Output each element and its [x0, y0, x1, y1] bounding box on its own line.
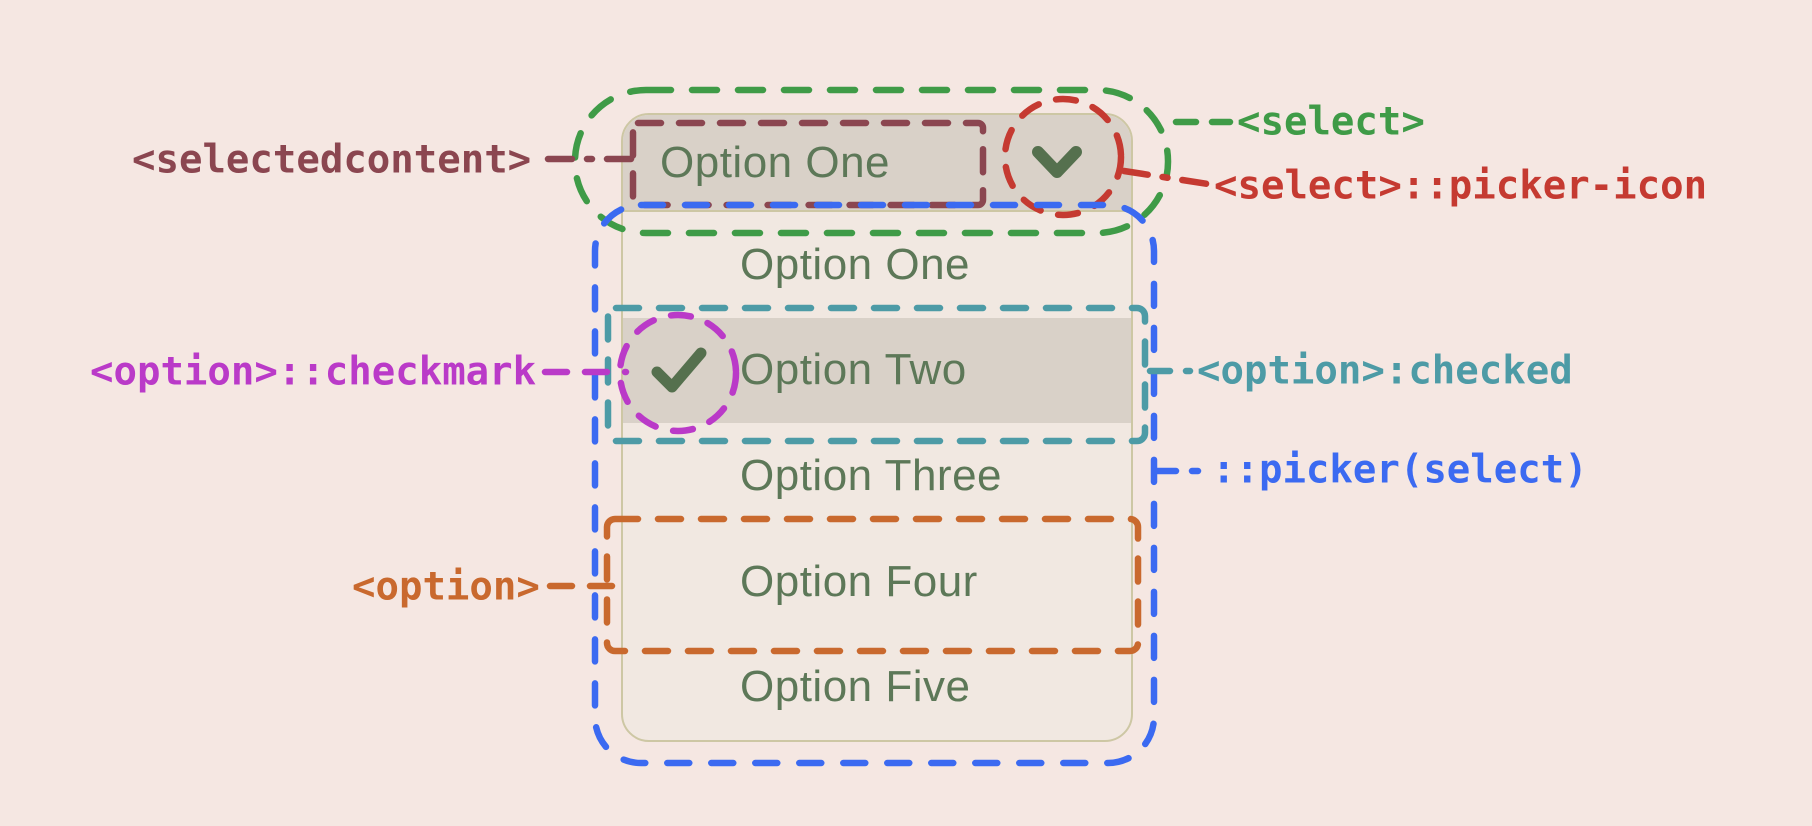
select-button[interactable]: Option One: [623, 115, 1131, 212]
option-row[interactable]: Option One: [623, 212, 1131, 318]
option-row-checked[interactable]: Option Two: [623, 317, 1131, 424]
checkmark-label: <option>::checkmark: [90, 349, 537, 395]
selected-content-value: Option One: [660, 137, 891, 187]
option-label: Option Two: [740, 345, 967, 395]
option-row[interactable]: Option Four: [623, 529, 1131, 635]
selectedcontent-label: <selectedcontent>: [132, 137, 532, 183]
chevron-down-icon: [1032, 145, 1082, 178]
select-control: Option One Option One Option Two Option …: [621, 113, 1133, 742]
check-icon: [651, 347, 707, 393]
option-label: Option Four: [740, 556, 978, 606]
select-label: <select>: [1237, 99, 1425, 145]
option-row[interactable]: Option Five: [623, 634, 1131, 740]
option-label-annotation: <option>: [352, 564, 540, 610]
option-label: Option One: [740, 239, 971, 289]
picker-icon-connector: [1120, 167, 1212, 188]
option-row[interactable]: Option Three: [623, 423, 1131, 529]
select-picker-dropdown: Option One Option Two Option Three Optio…: [623, 212, 1131, 740]
picker-icon-label: <select>::picker-icon: [1214, 163, 1708, 209]
option-label: Option Five: [740, 662, 971, 712]
picker-label: ::picker(select): [1212, 447, 1588, 493]
checked-label: <option>:checked: [1197, 348, 1573, 394]
option-label: Option Three: [740, 450, 1003, 500]
